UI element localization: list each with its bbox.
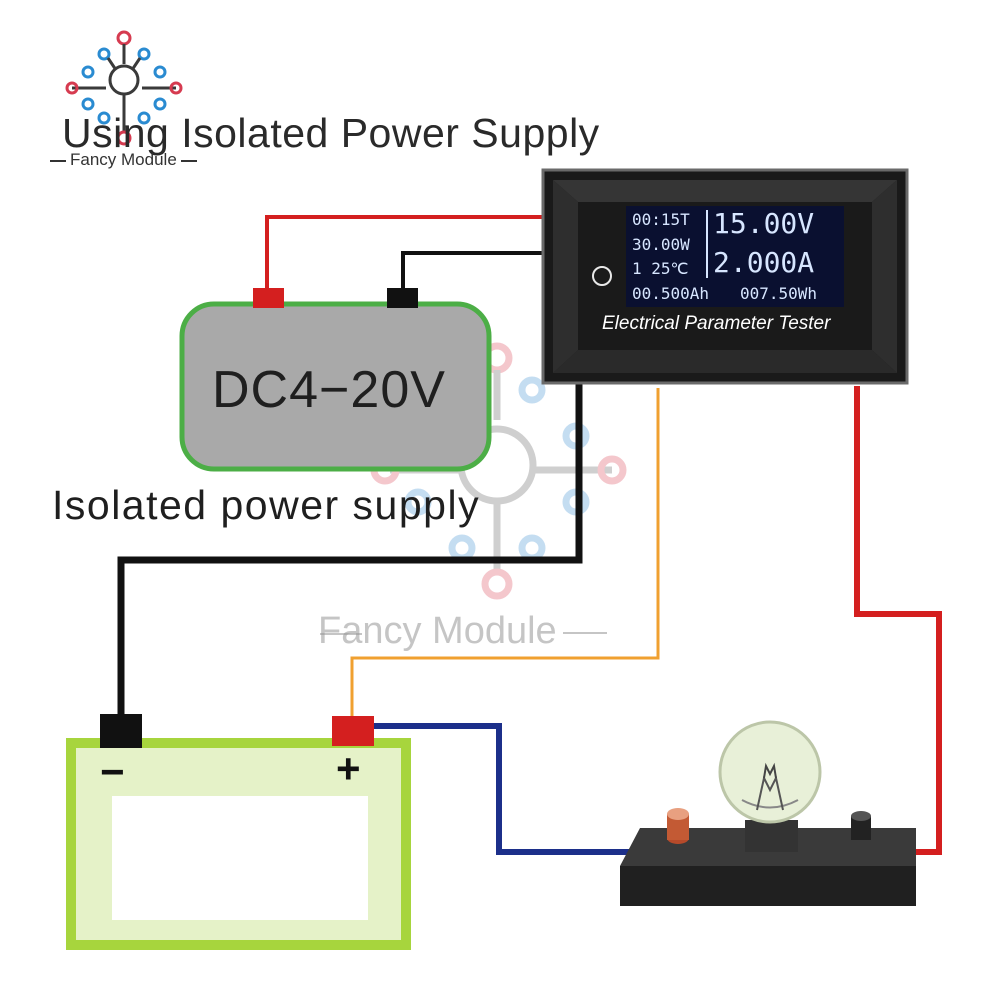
power-supply-box [179, 301, 492, 472]
brand-text: Fancy Module [70, 150, 177, 169]
battery-minus-sign: − [100, 748, 125, 795]
lcd-current: 2.000A [713, 246, 815, 279]
psu-terminal-positive [253, 288, 284, 308]
lcd-charge: 00.500Ah [632, 284, 710, 303]
lcd-temperature: 1 25℃ [632, 259, 689, 278]
lcd-energy: 007.50Wh [740, 284, 818, 303]
diagram-title: Using Isolated Power Supply [62, 110, 600, 156]
watermark-text: Fancy Module [318, 610, 613, 653]
wire-black-meter-battery [117, 382, 583, 716]
lamp-holder [620, 808, 916, 906]
wire-red-meter-lamp [854, 386, 942, 855]
lcd-voltage: 15.00V [713, 207, 815, 240]
circuit-logo-icon [65, 30, 183, 146]
power-supply-caption: Isolated power supply [52, 482, 481, 528]
lcd-time: 00:15T [632, 210, 690, 229]
power-button-icon[interactable] [592, 266, 612, 286]
light-bulb-icon [718, 720, 822, 852]
battery-terminal-negative [100, 714, 142, 748]
power-supply-label: DC4−20V [212, 361, 446, 419]
battery-terminal-positive [332, 716, 374, 746]
meter-label: Electrical Parameter Tester [602, 313, 831, 334]
brand-name: Fancy Module [46, 150, 201, 170]
meter-bezel [553, 180, 897, 202]
lcd-power: 30.00W [632, 235, 690, 254]
psu-terminal-negative [387, 288, 418, 308]
wire-black-psu-meter [401, 251, 545, 290]
wire-orange-meter-battery [350, 388, 660, 718]
watermark-label: Fancy Module [318, 610, 557, 652]
wire-blue-battery-lamp [372, 723, 676, 855]
wire-red-psu-meter [265, 215, 545, 290]
battery-plus-sign: + [336, 745, 361, 792]
meter-lcd-screen [626, 206, 844, 307]
